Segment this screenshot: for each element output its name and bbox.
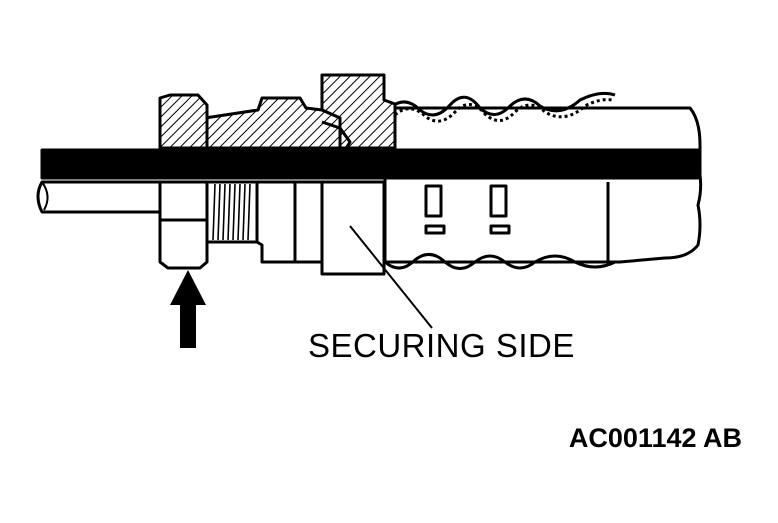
fitting-body: [255, 180, 324, 264]
securing-side-label: SECURING SIDE: [308, 327, 575, 364]
hose-ridges-bottom: [384, 253, 616, 270]
up-arrow-icon: [170, 270, 206, 348]
securing-collar: [320, 180, 386, 276]
brake-pipe: [40, 148, 702, 180]
hose-body: [383, 106, 703, 264]
flare-nut-section: [158, 93, 209, 150]
thread-lines: [212, 183, 251, 241]
fitting-assembly: [36, 73, 703, 276]
callout-leader: [349, 225, 433, 329]
figure-code: AC001142 AB: [569, 423, 742, 453]
hose-ridges-inner: [394, 98, 613, 123]
flare-nut-hex: [158, 180, 209, 270]
sleeve-window: [489, 184, 508, 218]
sleeve-slot: [489, 224, 511, 235]
sleeve-window: [424, 184, 443, 218]
pipe-left-end: [36, 180, 162, 214]
flare-lip: [321, 120, 352, 151]
sleeve-slot: [424, 224, 446, 235]
thread-sleeve-section: [203, 96, 342, 150]
hose-ridges-top: [389, 91, 616, 117]
